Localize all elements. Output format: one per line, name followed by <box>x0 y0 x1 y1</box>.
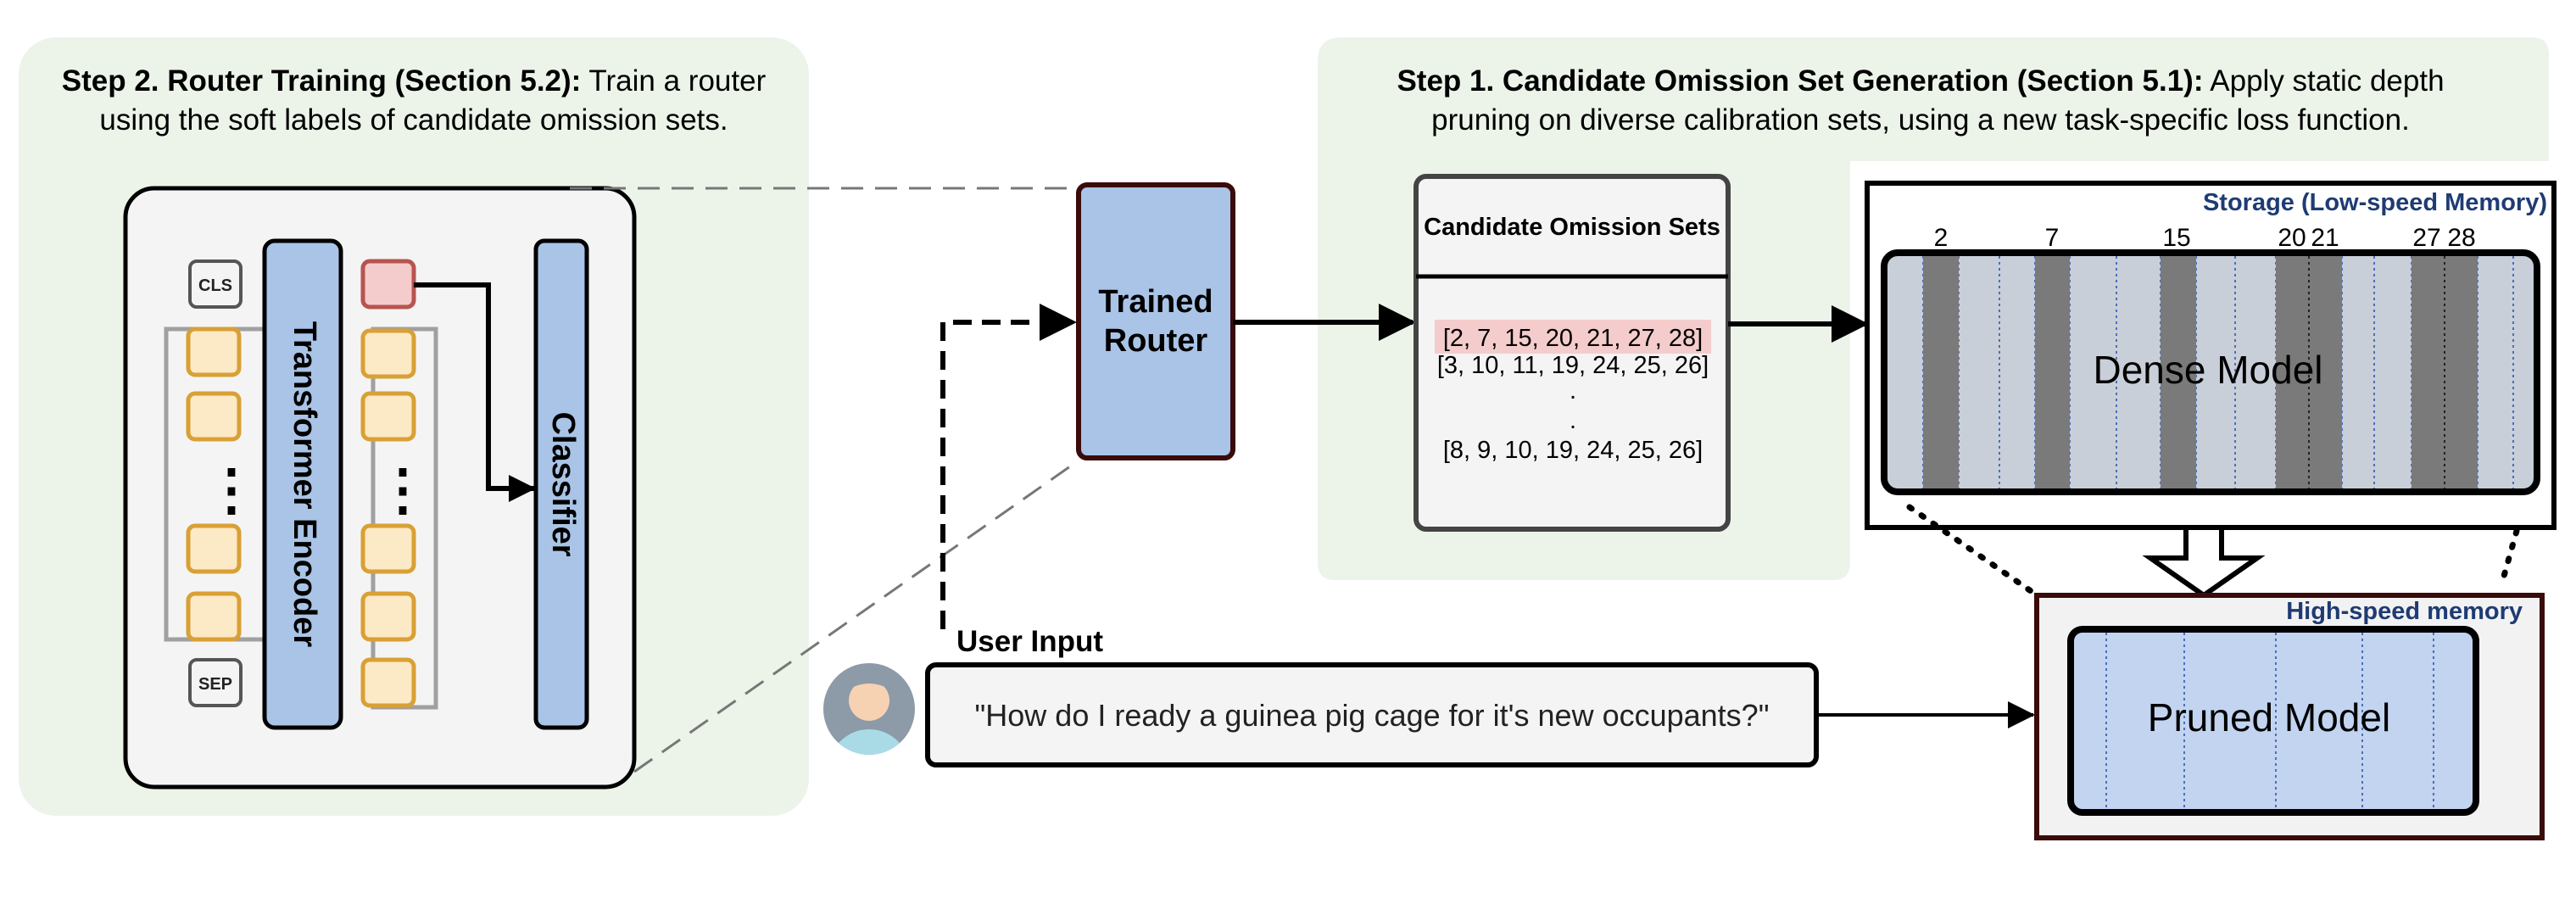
omission-set-row: [3, 10, 11, 19, 24, 25, 26] <box>1437 352 1709 379</box>
load-down-arrow <box>2142 525 2266 599</box>
classifier-label: Classifier <box>545 411 581 556</box>
layer-number: 2 <box>1934 224 1949 252</box>
omitted-layer <box>2276 256 2309 488</box>
layer-number: 21 <box>2311 224 2339 252</box>
output-token <box>360 391 416 442</box>
cls-label: CLS <box>198 276 232 295</box>
omitted-layer <box>2161 256 2196 488</box>
cls-output-token <box>360 259 416 310</box>
transformer-encoder-block <box>262 238 343 730</box>
output-token <box>360 328 416 379</box>
output-token <box>360 657 416 708</box>
user-avatar <box>823 663 915 755</box>
omission-dot: . <box>1570 377 1576 405</box>
layer-number: 27 <box>2412 224 2440 252</box>
router-label-line1: Trained <box>1098 284 1213 320</box>
layer-number: 15 <box>2162 224 2190 252</box>
step2-subtitle: using the soft labels of candidate omiss… <box>99 103 728 137</box>
output-ellipsis: ⋮ <box>375 458 431 521</box>
layer-numbers: 2 7 15 20 21 27 28 <box>1934 224 2476 252</box>
input-token <box>186 391 242 442</box>
dense-model-label: Dense Model <box>2093 348 2322 392</box>
input-to-router-arrowhead <box>1040 304 1077 341</box>
selected-set-highlight <box>1435 320 1711 354</box>
omitted-layer <box>2309 256 2342 488</box>
pruned-model-label: Pruned Model <box>2148 695 2390 739</box>
step1-title: Step 1. Candidate Omission Set Generatio… <box>1397 64 2444 98</box>
output-token <box>360 591 416 642</box>
step2-title: Step 2. Router Training (Section 5.2): T… <box>62 64 767 98</box>
sep-token <box>188 658 243 707</box>
layer-number: 7 <box>2045 224 2060 252</box>
omitted-layer <box>1923 256 1959 488</box>
zoom-line-bottom <box>633 465 1071 773</box>
classifier-block <box>533 238 589 730</box>
layer-number: 20 <box>2278 224 2306 252</box>
transformer-encoder-label: Transformer Encoder <box>287 321 322 648</box>
input-to-router-dashed-arrow <box>940 320 1040 629</box>
dense-to-pruned-dotted-right <box>2498 527 2520 589</box>
omitted-layers <box>1923 256 2478 488</box>
step1-subtitle: pruning on diverse calibration sets, usi… <box>1431 103 2410 137</box>
omitted-layer <box>2035 256 2070 488</box>
user-input-label: User Input <box>956 625 1103 658</box>
omission-sets-title: Candidate Omission Sets <box>1424 214 1720 241</box>
input-ellipsis: ⋮ <box>204 458 259 521</box>
omitted-layer <box>2445 256 2478 488</box>
router-label-line2: Router <box>1104 323 1208 359</box>
user-query-text: "How do I ready a guinea pig cage for it… <box>975 698 1770 733</box>
high-speed-memory-label: High-speed memory <box>2286 598 2523 625</box>
omitted-layer <box>2412 256 2445 488</box>
output-token <box>360 523 416 574</box>
layer-number: 28 <box>2447 224 2475 252</box>
input-token <box>186 591 242 642</box>
input-token <box>186 326 242 377</box>
omission-set-selected: [2, 7, 15, 20, 21, 27, 28] <box>1443 325 1703 352</box>
omission-dot: . <box>1570 407 1576 434</box>
trained-router-box <box>1076 182 1235 460</box>
omission-set-row: [8, 9, 10, 19, 24, 25, 26] <box>1443 437 1703 464</box>
pruned-model-box <box>2067 626 2479 816</box>
storage-label: Storage (Low-speed Memory) <box>2203 189 2547 216</box>
input-token <box>186 523 242 574</box>
sep-label: SEP <box>198 675 232 694</box>
cls-to-classifier-arrow <box>414 282 536 502</box>
cls-token <box>188 259 243 309</box>
